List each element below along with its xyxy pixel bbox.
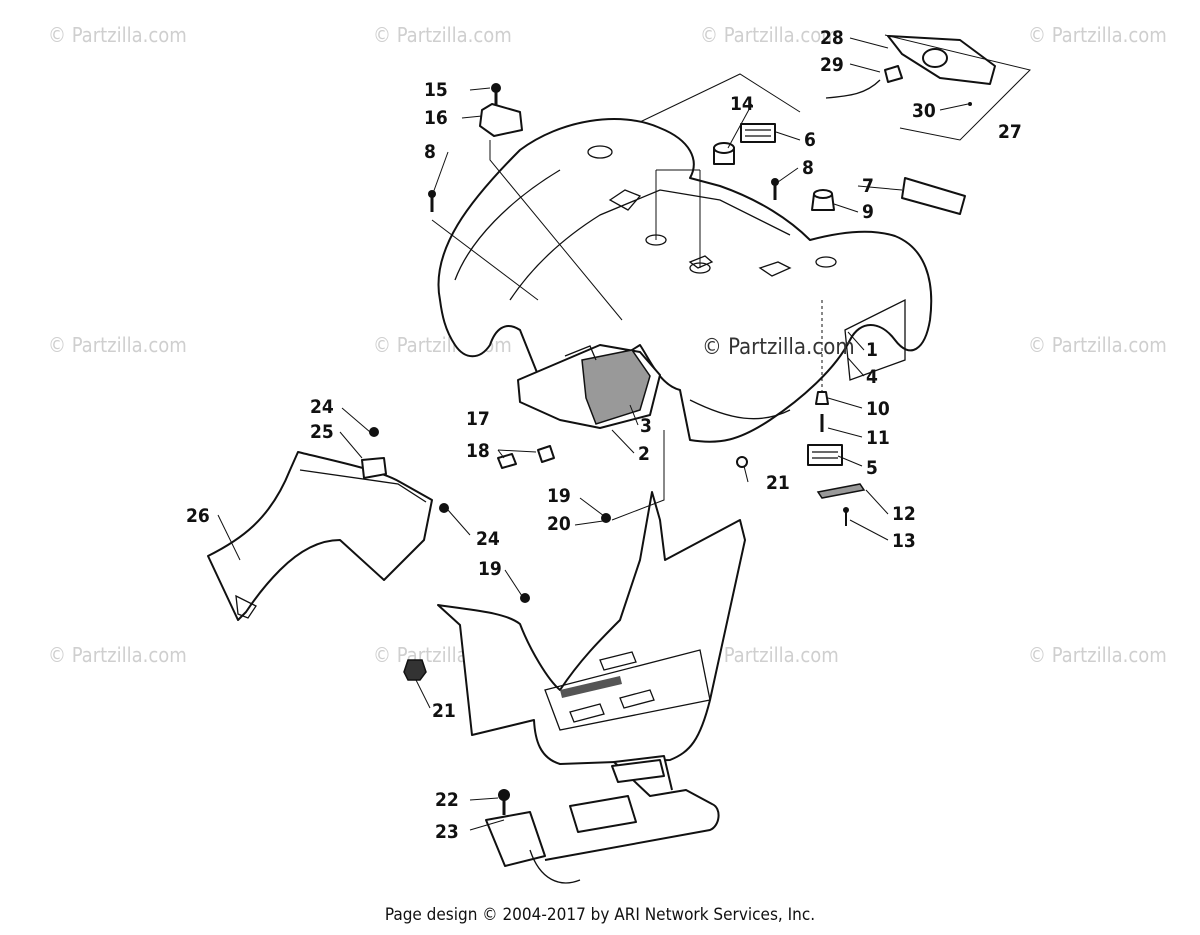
footrest-bracket [485, 755, 720, 884]
callout-12: 12 [892, 503, 916, 525]
callout-29: 29 [820, 54, 844, 76]
callout-19: 19 [547, 485, 571, 507]
callout-24: 24 [476, 528, 500, 550]
taillight-assembly [825, 34, 1031, 141]
callout-numbers: 1 2 3 4 5 6 7 8 8 9 10 11 12 13 14 15 16… [186, 27, 1022, 843]
callout-11: 11 [866, 427, 890, 449]
callout-3: 3 [640, 415, 652, 437]
callout-25: 25 [310, 421, 334, 443]
watermark: © Partzilla.com [48, 333, 187, 357]
callout-27: 27 [998, 121, 1022, 143]
center-watermark: © Partzilla.com [702, 335, 855, 360]
callout-10: 10 [866, 398, 890, 420]
warning-label-5 [807, 444, 843, 466]
callout-22: 22 [435, 789, 459, 811]
leader-lines [217, 37, 969, 831]
watermark: © Partzilla.com [700, 23, 839, 47]
callout-24: 24 [310, 396, 334, 418]
watermark: © Partzilla.com [1028, 23, 1167, 47]
watermark: © Partzilla.com [1028, 643, 1167, 667]
footer-copyright: Page design © 2004-2017 by ARI Network S… [385, 905, 815, 925]
callout-16: 16 [424, 107, 448, 129]
watermark: © Partzilla.com [48, 643, 187, 667]
callout-26: 26 [186, 505, 210, 527]
rear-fender [437, 118, 933, 443]
callout-5: 5 [866, 457, 878, 479]
callout-17: 17 [466, 408, 490, 430]
warning-label-6 [740, 123, 776, 143]
callout-7: 7 [862, 175, 874, 197]
callout-4: 4 [866, 366, 878, 388]
callout-28: 28 [820, 27, 844, 49]
callout-19: 19 [478, 558, 502, 580]
callout-6: 6 [804, 129, 816, 151]
callout-1: 1 [866, 339, 878, 361]
callout-21: 21 [766, 472, 790, 494]
callout-13: 13 [892, 530, 916, 552]
callout-8: 8 [802, 157, 814, 179]
hardware [369, 83, 866, 815]
watermark: © Partzilla.com [1028, 333, 1167, 357]
footwell [437, 491, 746, 765]
watermark: © Partzilla.com [700, 643, 839, 667]
left-side-panel [207, 451, 433, 621]
callout-20: 20 [547, 513, 571, 535]
callout-9: 9 [862, 201, 874, 223]
watermark: © Partzilla.com [48, 23, 187, 47]
callout-8: 8 [424, 141, 436, 163]
decal-7 [901, 177, 966, 215]
callout-30: 30 [912, 100, 936, 122]
watermark: © Partzilla.com [373, 23, 512, 47]
callout-15: 15 [424, 79, 448, 101]
callout-2: 2 [638, 443, 650, 465]
callout-14: 14 [730, 93, 754, 115]
callout-21: 21 [432, 700, 456, 722]
callout-18: 18 [466, 440, 490, 462]
callout-23: 23 [435, 821, 459, 843]
